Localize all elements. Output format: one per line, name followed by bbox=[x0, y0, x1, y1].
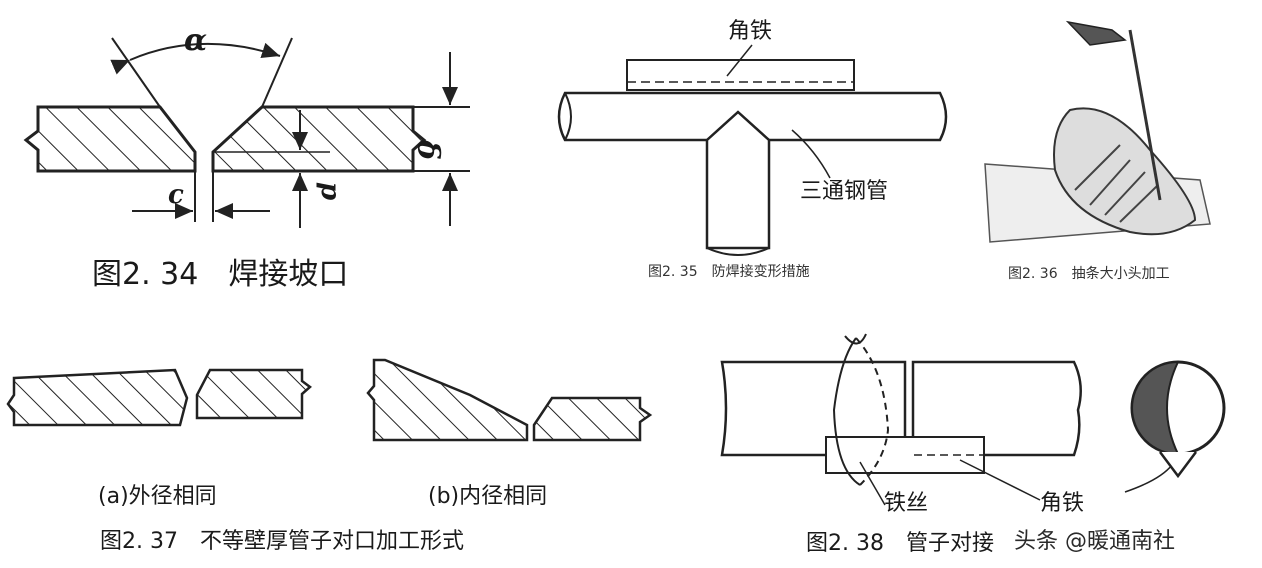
fig237-caption: 图2. 37 不等壁厚管子对口加工形式 bbox=[100, 529, 464, 554]
main-pipe bbox=[557, 91, 948, 142]
right-plate bbox=[211, 105, 427, 173]
sub-b-label: (b)内径相同 bbox=[428, 484, 547, 509]
thick-wall-a bbox=[6, 368, 189, 427]
thick-wall-b bbox=[366, 358, 529, 442]
alpha-label: α bbox=[184, 23, 207, 58]
electrode-holder bbox=[1065, 20, 1127, 46]
fig236-drawing: 图2. 36 抽条大小头加工 bbox=[984, 20, 1211, 282]
angle-iron bbox=[626, 59, 855, 91]
angle-iron-label: 角铁 bbox=[728, 19, 772, 44]
left-pipe bbox=[720, 360, 907, 457]
fig234-drawing: α δ c p 图2. 34 焊接坡口 bbox=[23, 23, 470, 292]
fig236-caption: 图2. 36 抽条大小头加工 bbox=[1008, 265, 1170, 282]
angle-iron-bar bbox=[825, 436, 985, 474]
fig237-drawing: (a)外径相同 (b)内径相同 图2. 37 不等壁厚管子对口加工形式 bbox=[6, 358, 653, 554]
left-plate bbox=[23, 105, 197, 173]
wire-label: 铁丝 bbox=[884, 491, 928, 516]
thin-wall-a bbox=[195, 368, 312, 420]
fig234-caption: 图2. 34 焊接坡口 bbox=[92, 257, 348, 292]
welding-rod bbox=[1128, 29, 1162, 201]
c-label: c bbox=[168, 180, 184, 210]
fig235-drawing: 角铁 三通钢管 图2. 35 防焊接变形措施 bbox=[557, 19, 948, 280]
p-label: p bbox=[315, 182, 345, 200]
thin-wall-b bbox=[532, 396, 653, 442]
reducer-cone bbox=[1053, 107, 1197, 236]
fig238-drawing: 铁丝 角铁 图2. 38 管子对接 bbox=[720, 333, 1226, 556]
fig238-caption: 图2. 38 管子对接 bbox=[806, 531, 994, 556]
watermark: 头条 @暖通南社 bbox=[1014, 529, 1175, 554]
sub-a-label: (a)外径相同 bbox=[98, 484, 217, 509]
fig235-caption: 图2. 35 防焊接变形措施 bbox=[648, 263, 810, 280]
tee-label: 三通钢管 bbox=[800, 179, 888, 204]
right-pipe bbox=[911, 360, 1082, 457]
delta-label: δ bbox=[410, 139, 445, 160]
angle-iron-label-2: 角铁 bbox=[1040, 491, 1084, 516]
